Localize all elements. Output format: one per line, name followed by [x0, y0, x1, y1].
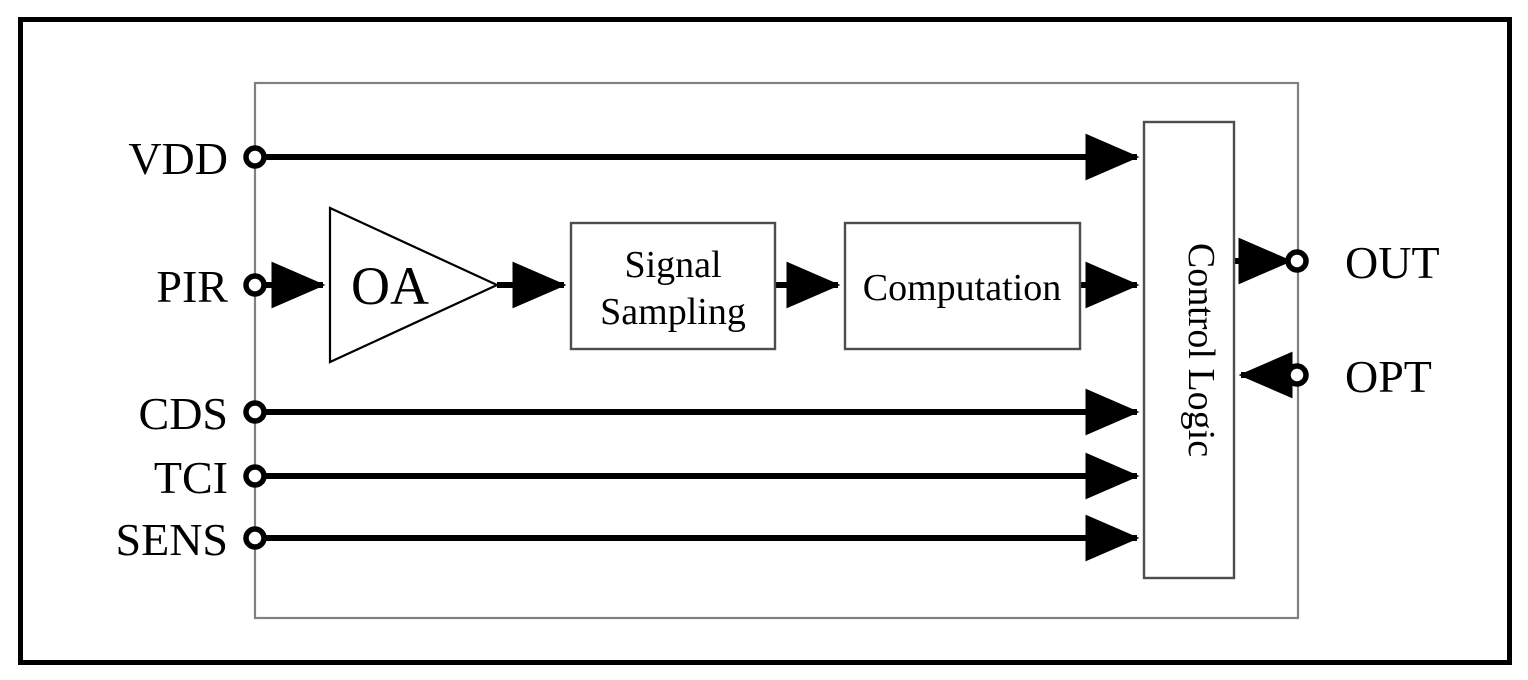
signal-sampling-label-line1: Signal [624, 244, 721, 286]
pin-label-tci: TCI [154, 452, 228, 503]
pin-opt[interactable] [1285, 363, 1309, 387]
operational-amplifier-label: OA [351, 256, 429, 316]
pin-vdd[interactable] [243, 145, 267, 169]
pin-out[interactable] [1285, 249, 1309, 273]
pin-label-pir: PIR [156, 261, 228, 312]
pin-sens[interactable] [243, 526, 267, 550]
pin-label-cds: CDS [139, 388, 228, 439]
operational-amplifier-block[interactable] [328, 206, 500, 364]
pin-label-sens: SENS [116, 514, 228, 565]
control-logic-block[interactable] [1142, 120, 1236, 580]
pin-label-opt: OPT [1345, 351, 1432, 402]
pin-cds[interactable] [243, 400, 267, 424]
pin-label-out: OUT [1345, 237, 1440, 288]
signal-sampling-block[interactable] [569, 221, 777, 351]
outer-frame [18, 17, 1512, 665]
pin-tci[interactable] [243, 464, 267, 488]
pin-label-vdd: VDD [128, 133, 228, 184]
computation-label: Computation [863, 267, 1061, 309]
computation-block[interactable] [843, 221, 1082, 351]
control-logic-label: Control Logic [1180, 243, 1222, 457]
chip-boundary-rect [253, 81, 1300, 620]
signal-sampling-label-line2: Sampling [600, 291, 746, 333]
pin-pir[interactable] [243, 273, 267, 297]
